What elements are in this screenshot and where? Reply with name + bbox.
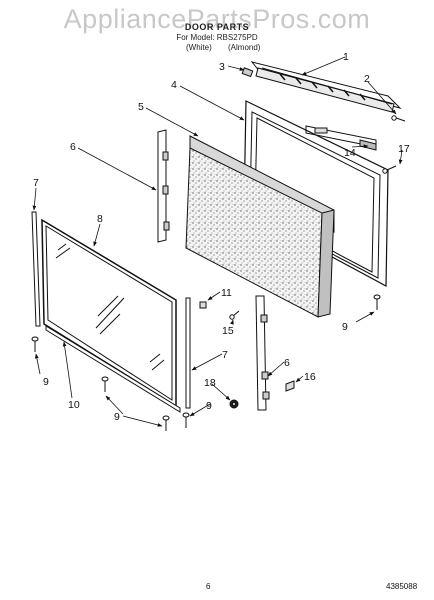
- part-6-hinge-bracket-right: [255, 295, 270, 411]
- part-9-screw-bottom-mid: [101, 376, 109, 392]
- model-line: For Model: RBS275PD: [176, 33, 258, 42]
- callout-1: 1: [343, 51, 349, 63]
- callout-5: 5: [138, 101, 144, 113]
- callout-14: 14: [344, 147, 356, 159]
- part-9-screw-left: [31, 336, 39, 352]
- part-7-side-trim-right: [185, 297, 191, 409]
- part-18-nut: [229, 399, 239, 409]
- page-number: 6: [206, 582, 211, 591]
- part-1-vent-trim: [250, 61, 402, 113]
- callout-6-lower: 6: [284, 357, 290, 369]
- part-5-insulation: [185, 135, 335, 318]
- part-9-screw-right: [373, 294, 381, 310]
- callout-3: 3: [219, 61, 225, 73]
- watermark-text: AppliancePartsPros.com: [63, 4, 371, 34]
- callout-6-upper: 6: [70, 141, 76, 153]
- callout-17: 17: [398, 143, 410, 155]
- part-15-screw: [229, 310, 240, 320]
- part-16-clip: [285, 380, 295, 392]
- callout-16: 16: [304, 371, 316, 383]
- diagram-title: DOOR PARTS: [184, 22, 250, 32]
- document-number: 4385088: [386, 582, 418, 591]
- part-7-side-trim-left: [31, 211, 41, 327]
- part-8-glass-panel: [41, 218, 177, 408]
- callout-15: 15: [222, 325, 234, 337]
- callout-7-right: 7: [222, 349, 228, 361]
- part-17-screw: [382, 165, 397, 174]
- callout-2: 2: [364, 73, 370, 85]
- color-almond: (Almond): [228, 43, 261, 52]
- callout-8: 8: [97, 213, 103, 225]
- callout-9-bottom: 9: [114, 411, 120, 423]
- callout-11: 11: [221, 287, 232, 299]
- callout-7-left: 7: [33, 177, 39, 189]
- part-10-bottom-trim: [45, 325, 181, 413]
- part-6-hinge-bracket-left: [157, 129, 170, 243]
- color-options: (White) (Almond): [186, 43, 306, 52]
- callout-9-right: 9: [342, 321, 348, 333]
- callout-labels: 1 2 3 4 5 6 7 8 17 14 11 15 9 7 6 16 18 …: [33, 51, 410, 423]
- callout-9-left: 9: [43, 376, 49, 388]
- callout-9-mid-right: 9: [206, 400, 212, 412]
- part-3-bracket: [241, 67, 254, 78]
- callout-10: 10: [68, 399, 80, 411]
- leader-lines: [32, 56, 403, 427]
- callout-18: 18: [204, 377, 216, 389]
- part-9-screw-bottom: [162, 415, 170, 431]
- part-2-screw: [391, 115, 406, 122]
- part-11-clip: [199, 301, 207, 309]
- color-white: (White): [186, 43, 212, 52]
- callout-4: 4: [171, 79, 177, 91]
- part-9-screw-right-low: [182, 412, 190, 428]
